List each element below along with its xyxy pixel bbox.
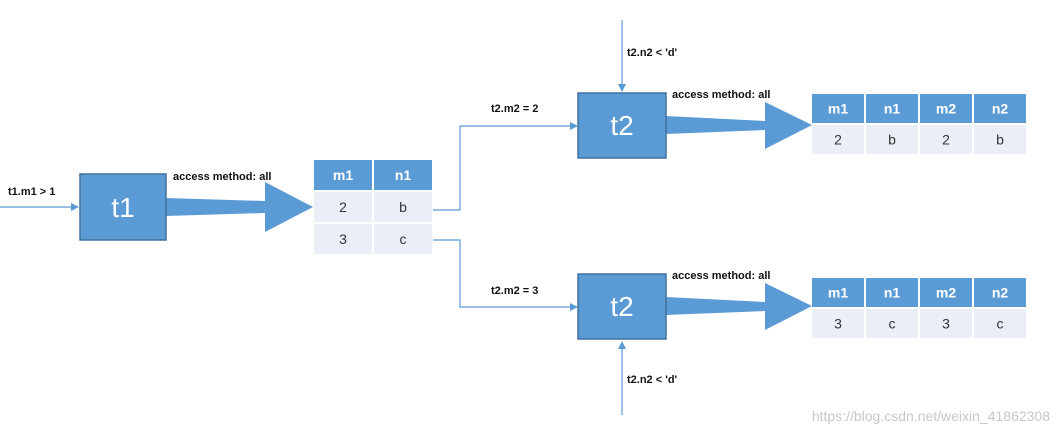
table-header-label: m1 <box>828 101 848 117</box>
table-cell <box>974 309 1026 338</box>
t2-top-filter-condition: t2.n2 < 'd' <box>627 47 678 59</box>
table-cell-value: c <box>400 231 407 247</box>
table-header-label: n1 <box>395 167 412 183</box>
table-cell-value: 3 <box>339 231 347 247</box>
row-2-to-t2-top-connector <box>433 122 578 211</box>
t2-bottom-to-result-block-arrow <box>666 283 812 330</box>
table-header-label: m1 <box>333 167 353 183</box>
table-cell-value: c <box>889 316 896 332</box>
table-cell <box>314 224 372 254</box>
table-header-cell <box>866 278 918 307</box>
table-cell <box>866 125 918 154</box>
table-cell-value: c <box>997 316 1004 332</box>
table-header-cell <box>374 160 432 190</box>
table-cell <box>812 125 864 154</box>
table-cell <box>374 224 432 254</box>
table-cell-value: b <box>888 132 896 148</box>
t2-bottom-node-label: t2 <box>610 291 633 322</box>
table-header-cell <box>314 160 372 190</box>
table-cell <box>374 192 432 222</box>
table-header-label: m1 <box>828 285 848 301</box>
table-header-label: n2 <box>992 101 1009 117</box>
t2-top-access-method-label: access method: all <box>672 89 770 101</box>
t2-top-join-condition: t2.m2 = 2 <box>491 103 538 115</box>
t2-bottom-access-method-label: access method: all <box>672 270 770 282</box>
table-cell <box>920 125 972 154</box>
table-cell-value: 2 <box>942 132 950 148</box>
table-header-label: n1 <box>884 285 901 301</box>
table-cell-value: 2 <box>339 199 347 215</box>
t2-top-node: t2 <box>577 92 667 159</box>
t2-top-to-result-block-arrow <box>666 102 812 149</box>
table-cell-value: 3 <box>834 316 842 332</box>
table-header-cell <box>812 278 864 307</box>
bottom-join-result-table: m1 n1 m2 n2 3 c 3 c <box>812 278 1026 338</box>
table-header-cell <box>812 94 864 123</box>
table-header-cell <box>920 278 972 307</box>
table-header-cell <box>866 94 918 123</box>
table-cell <box>866 309 918 338</box>
table-cell-value: b <box>996 132 1004 148</box>
table-header-label: m2 <box>936 101 956 117</box>
table-cell-value: b <box>399 199 407 215</box>
t1-node: t1 <box>79 173 167 241</box>
t1-node-label: t1 <box>111 192 134 223</box>
table-header-cell <box>974 94 1026 123</box>
t1-result-table: m1 n1 2 b 3 c <box>314 160 432 254</box>
table-cell <box>974 125 1026 154</box>
watermark-text: https://blog.csdn.net/weixin_41862308 <box>812 408 1050 424</box>
table-header-label: m2 <box>936 285 956 301</box>
t1-access-method-label: access method: all <box>173 171 271 183</box>
row-3-to-t2-bottom-connector <box>433 239 578 311</box>
t2-bottom-node: t2 <box>577 273 667 340</box>
table-header-label: n1 <box>884 101 901 117</box>
table-cell-value: 3 <box>942 316 950 332</box>
top-join-result-table: m1 n1 m2 n2 2 b 2 b <box>812 94 1026 154</box>
t2-bottom-join-condition: t2.m2 = 3 <box>491 285 538 297</box>
t1-input-condition: t1.m1 > 1 <box>8 186 55 198</box>
table-cell <box>812 309 864 338</box>
t1-to-result-block-arrow <box>166 182 313 232</box>
table-cell <box>920 309 972 338</box>
t2-top-node-label: t2 <box>610 110 633 141</box>
table-header-cell <box>920 94 972 123</box>
t2-bottom-filter-condition: t2.n2 < 'd' <box>627 374 678 386</box>
table-cell-value: 2 <box>834 132 842 148</box>
table-cell <box>314 192 372 222</box>
table-header-label: n2 <box>992 285 1009 301</box>
table-header-cell <box>974 278 1026 307</box>
